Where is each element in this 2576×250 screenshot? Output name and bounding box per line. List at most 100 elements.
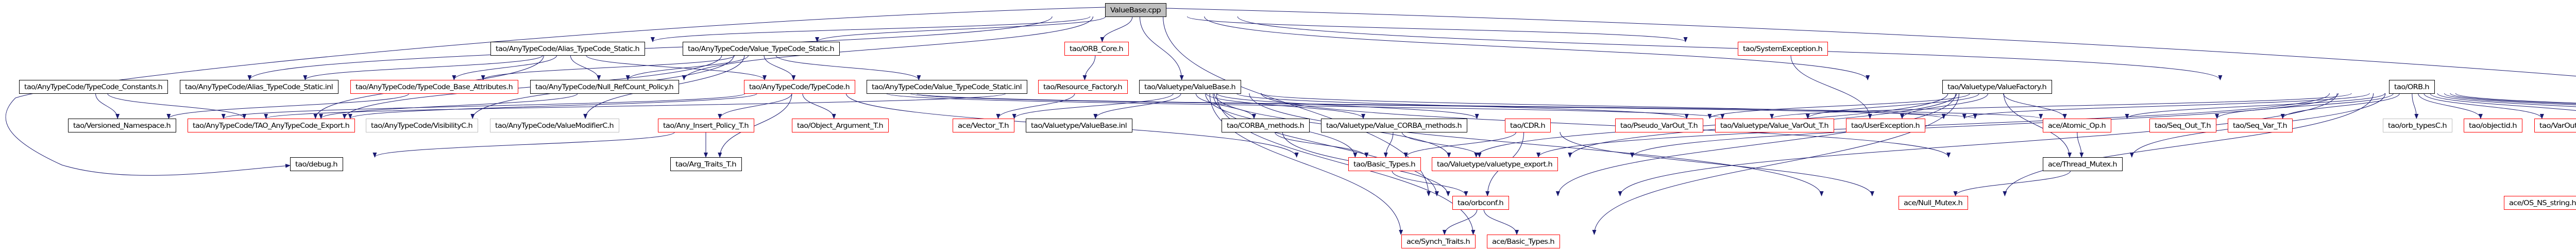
- node-label: tao/CDR.h: [1510, 122, 1545, 130]
- include-file-node[interactable]: tao/Valuetype/ValueBase.inl: [1026, 119, 1132, 132]
- include-file-node[interactable]: tao/Object_Argument_T.h: [792, 119, 889, 132]
- include-file-node[interactable]: tao/Any_Insert_Policy_T.h: [658, 119, 754, 132]
- include-file-node[interactable]: tao/CDR.h: [1505, 119, 1551, 132]
- include-file-node[interactable]: tao/AnyTypeCode/Value_TypeCode_Static.in…: [867, 80, 1027, 94]
- include-file-node[interactable]: tao/Valuetype/ValueBase.h: [1139, 80, 1241, 94]
- node-label: tao/AnyTypeCode/VisibilityC.h: [371, 122, 472, 130]
- dependency-edge: [1187, 16, 1688, 42]
- node-box: [2149, 119, 2216, 132]
- include-file-node[interactable]: tao/ORB_Core.h: [1064, 42, 1129, 56]
- include-file-node[interactable]: ace/Atomic_Op.h: [2043, 119, 2111, 132]
- include-file-node[interactable]: ace/Synch_Traits.h: [1401, 235, 1476, 248]
- dependency-edge: [1216, 93, 1479, 119]
- node-box: [683, 42, 840, 56]
- include-file-node[interactable]: tao/Valuetype/Value_VarOut_T.h: [1715, 119, 1834, 132]
- include-file-node[interactable]: tao/CORBA_methods.h: [1222, 119, 1310, 132]
- node-box: [1321, 119, 1467, 132]
- dependency-edge: [1707, 93, 1971, 119]
- node-box: [670, 157, 742, 171]
- node-box: [530, 80, 679, 94]
- node-box: [290, 157, 343, 171]
- include-file-node[interactable]: tao/AnyTypeCode/TAO_AnyTypeCode_Export.h: [188, 119, 355, 132]
- include-file-node[interactable]: ace/OS_NS_string.h: [2504, 196, 2576, 210]
- dependency-edge: [1139, 16, 1184, 80]
- include-file-node[interactable]: ace/Null_Mutex.h: [1899, 196, 1968, 210]
- include-file-node[interactable]: tao/Seq_Out_T.h: [2149, 119, 2216, 132]
- node-label: tao/Valuetype/ValueBase.h: [1144, 84, 1235, 91]
- include-file-node[interactable]: tao/Resource_Factory.h: [1038, 80, 1128, 94]
- include-file-node[interactable]: ace/Thread_Mutex.h: [2043, 157, 2123, 171]
- include-file-node[interactable]: tao/Valuetype/ValueFactory.h: [1942, 80, 2052, 94]
- include-file-node[interactable]: tao/orb_typesC.h: [2383, 119, 2452, 132]
- dependency-edge: [372, 131, 675, 158]
- include-file-node[interactable]: tao/AnyTypeCode/TypeCode_Base_Attributes…: [350, 80, 518, 94]
- include-file-node[interactable]: tao/debug.h: [290, 157, 343, 171]
- include-file-node[interactable]: ace/Vector_T.h: [953, 119, 1014, 132]
- include-file-node[interactable]: tao/Valuetype/Value_CORBA_methods.h: [1321, 119, 1467, 132]
- dependency-edge: [625, 55, 749, 80]
- dependency-edge: [348, 93, 757, 119]
- dependency-edge: [1383, 131, 1394, 158]
- node-label: tao/Valuetype/Value_CORBA_methods.h: [1326, 122, 1462, 130]
- include-file-node[interactable]: tao/UserException.h: [1846, 119, 1925, 132]
- dependency-edge: [1618, 93, 2337, 196]
- dependency-edge: [2418, 93, 2483, 119]
- node-label: tao/Pseudo_VarOut_T.h: [1620, 122, 1698, 130]
- node-label: tao/AnyTypeCode/TypeCode_Constants.h: [24, 84, 162, 91]
- include-file-node[interactable]: tao/SystemException.h: [1738, 42, 1828, 56]
- node-box: [1487, 235, 1560, 248]
- node-label: tao/Valuetype/ValueBase.inl: [1031, 122, 1127, 130]
- node-box: [2389, 80, 2435, 94]
- root-file-node[interactable]: ValueBase.cpp: [1105, 3, 1166, 17]
- dependency-edge: [1236, 93, 1689, 119]
- dependency-edge: [1249, 93, 1824, 196]
- include-file-node[interactable]: tao/AnyTypeCode/ValueModifierC.h: [490, 119, 619, 132]
- node-box: [867, 80, 1027, 94]
- node-label: tao/Object_Argument_T.h: [797, 122, 883, 130]
- dependency-edge: [2003, 93, 2067, 119]
- dependency-edge: [1630, 93, 2339, 158]
- dependency-edge: [1392, 170, 1468, 196]
- node-box: [2383, 119, 2452, 132]
- dependency-edge: [2444, 93, 2576, 105]
- include-file-node[interactable]: tao/Valuetype/valuetype_export.h: [1432, 157, 1558, 171]
- node-label: tao/UserException.h: [1851, 122, 1920, 130]
- dependency-edge: [1260, 93, 1946, 119]
- include-file-node[interactable]: tao/Versioned_Namespace.h: [68, 119, 176, 132]
- dependency-edge: [222, 93, 745, 119]
- include-file-node[interactable]: tao/Basic_Types.h: [1348, 157, 1421, 171]
- include-file-node[interactable]: tao/Arg_Traits_T.h: [670, 157, 742, 171]
- dependency-edge: [1442, 209, 1478, 235]
- include-file-node[interactable]: tao/Pseudo_VarOut_T.h: [1615, 119, 1703, 132]
- node-box: [1105, 3, 1166, 17]
- node-box: [2043, 119, 2111, 132]
- dependency-edge: [303, 55, 544, 80]
- include-file-node[interactable]: tao/AnyTypeCode/Alias_TypeCode_Static.in…: [180, 80, 338, 94]
- include-file-node[interactable]: tao/AnyTypeCode/Alias_TypeCode_Static.h: [490, 42, 645, 56]
- dependency-edge: [586, 55, 767, 80]
- node-label: tao/AnyTypeCode/Value_TypeCode_Static.h: [688, 45, 834, 53]
- include-file-node[interactable]: tao/ORB.h: [2389, 80, 2435, 94]
- node-box: [188, 119, 355, 132]
- node-box: [1064, 42, 1129, 56]
- dependency-edge: [1165, 8, 2576, 77]
- node-box: [2534, 119, 2576, 132]
- include-file-node[interactable]: tao/Seq_Var_T.h: [2228, 119, 2293, 132]
- dependency-edge: [2280, 93, 2400, 119]
- dependency-edge: [651, 16, 1091, 42]
- include-file-node[interactable]: tao/objectid.h: [2464, 119, 2522, 132]
- include-file-node[interactable]: tao/orbconf.h: [1452, 196, 1509, 210]
- include-file-node[interactable]: tao/AnyTypeCode/TypeCode.h: [744, 80, 855, 94]
- include-file-node[interactable]: ace/Basic_Types.h: [1487, 235, 1560, 248]
- dependency-edge: [718, 93, 792, 158]
- include-file-node[interactable]: tao/AnyTypeCode/Value_TypeCode_Static.h: [683, 42, 840, 56]
- include-file-node[interactable]: tao/AnyTypeCode/Null_RefCount_Policy.h: [530, 80, 679, 94]
- include-file-node[interactable]: tao/VarOut_T.h: [2534, 119, 2576, 132]
- dependency-edge: [996, 93, 1075, 119]
- dependency-edge: [264, 93, 1006, 119]
- dependency-edge: [718, 93, 792, 119]
- include-file-node[interactable]: tao/AnyTypeCode/VisibilityC.h: [366, 119, 478, 132]
- include-file-node[interactable]: tao/AnyTypeCode/TypeCode_Constants.h: [19, 80, 168, 94]
- node-box: [1738, 42, 1828, 56]
